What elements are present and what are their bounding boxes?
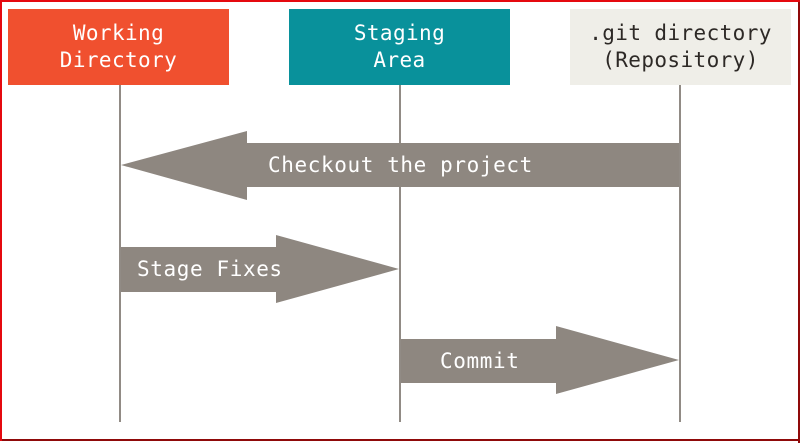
frame-shadow-right xyxy=(798,2,800,443)
stage-fixes-arrow-label: Stage Fixes xyxy=(137,257,283,281)
staging-area-label: Staging Area xyxy=(353,21,446,72)
repository-label: .git directory (Repository) xyxy=(589,21,772,72)
repository-lifeline xyxy=(679,85,681,422)
repository-box: .git directory (Repository) xyxy=(570,9,791,85)
staging-area-box: Staging Area xyxy=(289,9,510,85)
commit-arrow-label: Commit xyxy=(440,349,520,373)
checkout-arrow-label: Checkout the project xyxy=(268,153,533,177)
working-directory-box: Working Directory xyxy=(8,9,229,85)
stage-fixes-arrow xyxy=(121,235,399,303)
frame-shadow-bottom xyxy=(2,439,800,441)
commit-arrow xyxy=(401,326,679,394)
staging-area-lifeline xyxy=(399,85,401,422)
checkout-arrow xyxy=(121,131,679,200)
working-directory-label: Working Directory xyxy=(59,21,178,72)
working-directory-lifeline xyxy=(119,85,121,422)
